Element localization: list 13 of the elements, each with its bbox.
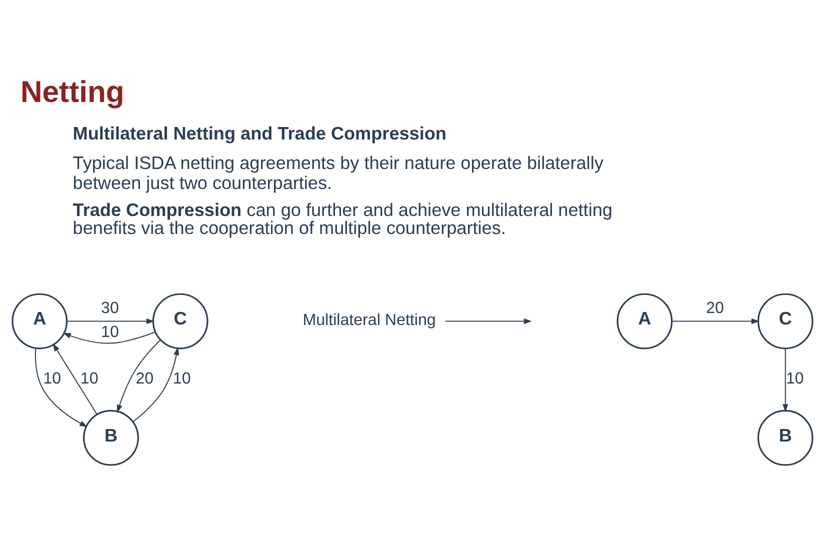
label: Typical ISDA netting agreements by their nature operate bilaterally between just two counterparties. [72, 152, 604, 193]
edge-label: 10 [43, 369, 62, 388]
edge-label: 10 [101, 323, 119, 342]
edge-label: 10 [172, 369, 191, 388]
label: Multilateral Netting [302, 311, 436, 330]
edge-label: 10 [786, 369, 804, 388]
edge-label: 30 [101, 299, 119, 318]
label: Multilateral Netting and Trade Compression [72, 124, 446, 144]
label: Trade Compression can go further and achieve multilateral netting benefits via the cooperation of multiple counterparties. [72, 200, 612, 238]
diagram-title: Netting [20, 76, 124, 110]
edge-label: 20 [706, 299, 724, 318]
edge-label: 20 [136, 369, 154, 388]
edge-label: 10 [80, 369, 98, 388]
